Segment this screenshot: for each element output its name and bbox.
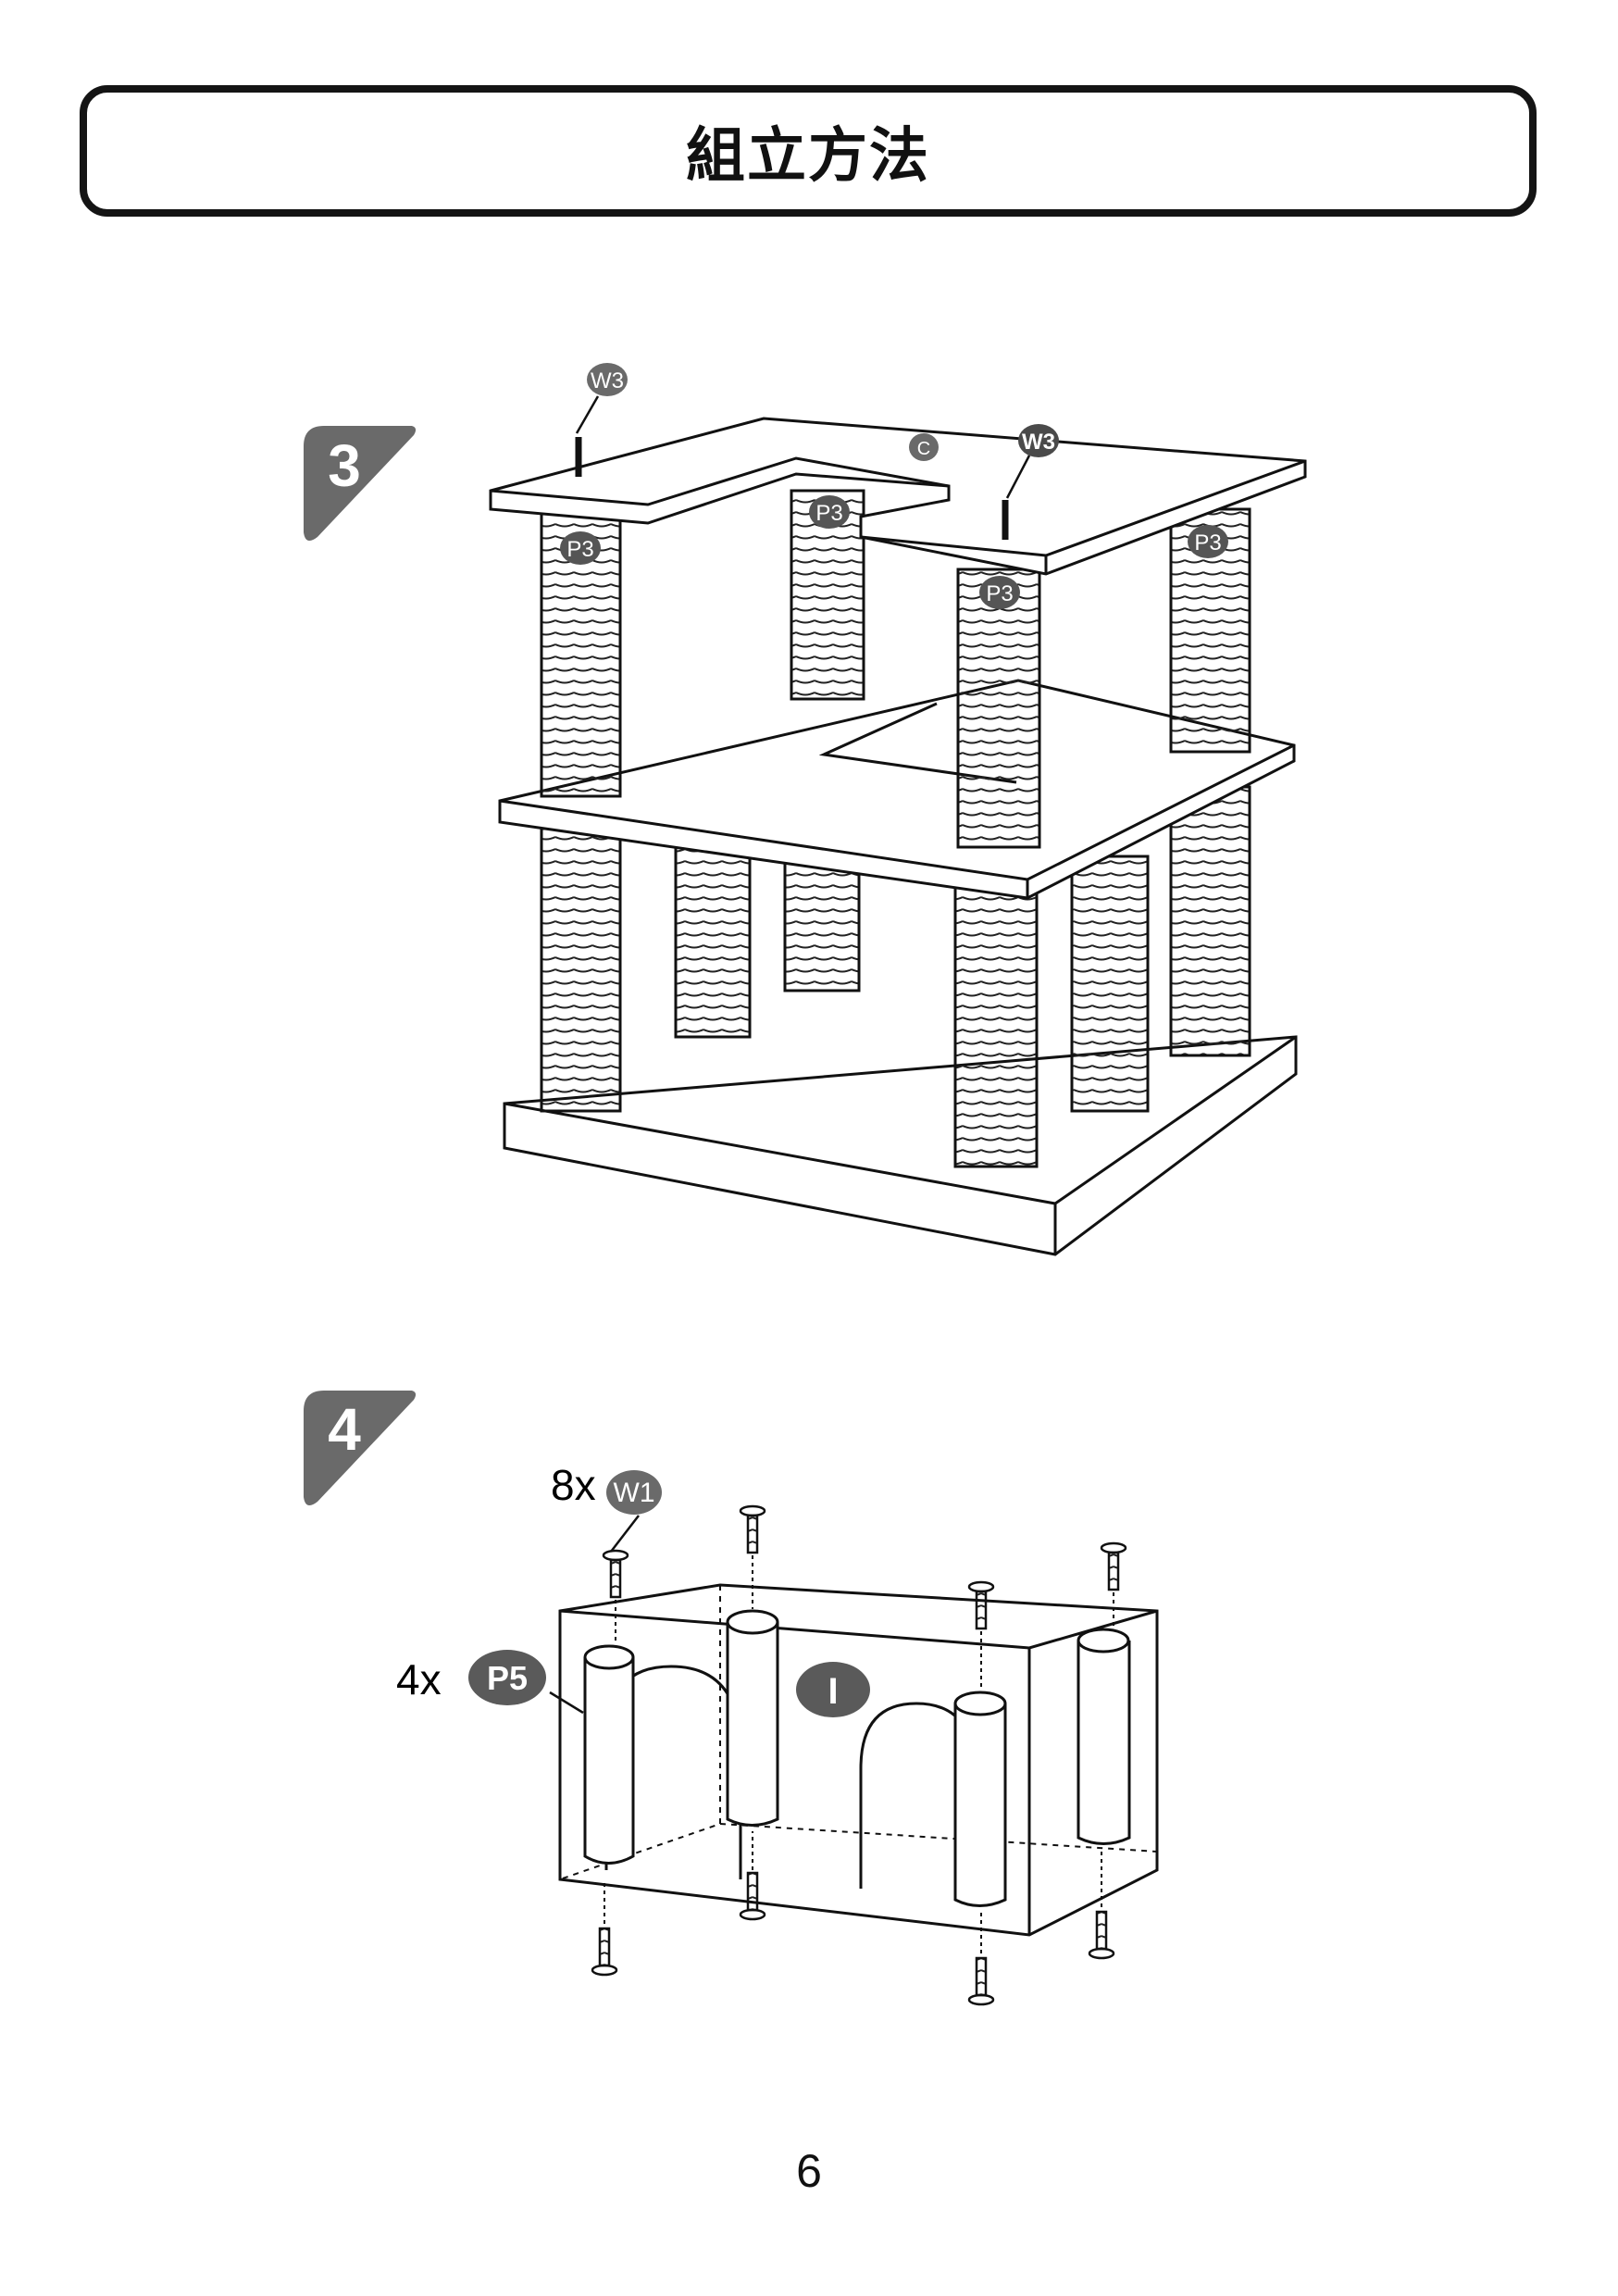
step-3-part-label-p3-3: P3 [979,576,1020,609]
screws-w1 [591,1504,1127,2006]
svg-text:C: C [917,439,930,459]
step-3-part-label-w3-left: W3 [587,363,628,396]
post-quantity: 4x [396,1655,442,1703]
step-4: 4 8x W1 4x P5 I [304,1391,1159,2006]
svg-text:W1: W1 [614,1478,655,1508]
screw-quantity: 8x [551,1461,596,1509]
screw-code-badge: W1 [606,1470,662,1515]
page-number: 6 [796,2145,822,2197]
svg-text:W3: W3 [591,368,624,393]
svg-text:P5: P5 [487,1659,528,1697]
step-4-diagram [549,1504,1159,2006]
guide-arrows [604,1555,1114,1953]
svg-text:I: I [828,1671,838,1712]
step-3-part-label-p3-4: P3 [1188,525,1228,558]
step-3-part-label-w3-right: W3 [1018,424,1059,457]
step-3-badge: 3 [304,426,417,541]
upper-posts [540,489,1251,849]
svg-text:P3: P3 [566,537,593,562]
step-3-number: 3 [328,432,361,499]
step-3: 3 [304,363,1307,1256]
svg-text:P3: P3 [986,581,1013,606]
step-3-part-label-p3-2: P3 [809,495,850,529]
board-i-badge: I [796,1662,870,1717]
title-frame: 組立方法 [80,85,1537,217]
page-title: 組立方法 [686,122,930,191]
step-3-diagram [489,395,1307,1256]
step-3-part-label-c: C [909,433,939,461]
step-4-number: 4 [328,1396,361,1463]
posts-p5 [583,1609,1131,1907]
post-code-badge: P5 [468,1650,546,1705]
step-3-part-label-p3-1: P3 [560,531,601,565]
svg-text:P3: P3 [815,501,842,526]
svg-text:W3: W3 [1022,430,1055,455]
svg-text:P3: P3 [1194,530,1221,555]
step-4-badge: 4 [304,1391,417,1505]
